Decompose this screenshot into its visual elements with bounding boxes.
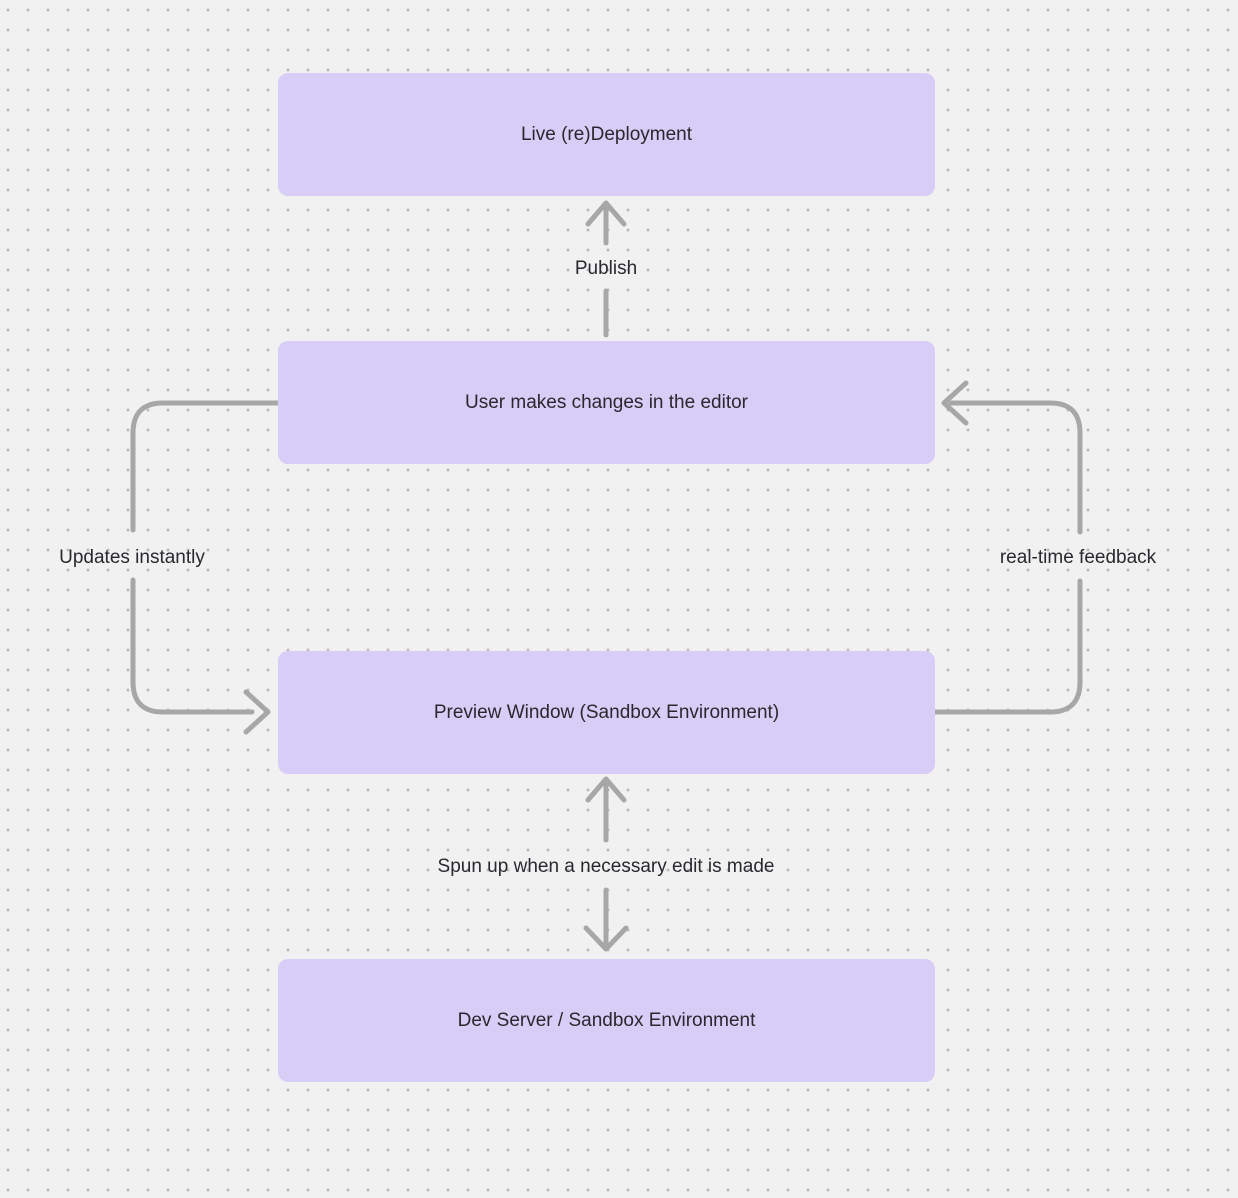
arrowhead-left-icon <box>941 380 969 426</box>
node-live-redeployment[interactable]: Live (re)Deployment <box>278 73 935 196</box>
node-label: Preview Window (Sandbox Environment) <box>433 701 780 723</box>
edge-updates-lower-segment <box>130 577 255 715</box>
edge-label-updates-instantly: Updates instantly <box>59 547 205 568</box>
arrowhead-up-icon <box>585 776 627 803</box>
edge-label-realtime-feedback: real-time feedback <box>999 547 1157 568</box>
arrowhead-right-icon <box>243 689 271 735</box>
node-dev-server[interactable]: Dev Server / Sandbox Environment <box>278 959 935 1082</box>
node-user-changes[interactable]: User makes changes in the editor <box>278 341 935 464</box>
arrowhead-down-icon <box>583 925 629 952</box>
edge-label-spun-up: Spun up when a necessary edit is made <box>437 856 775 877</box>
edge-label-publish: Publish <box>574 258 638 279</box>
arrowhead-up-icon <box>585 200 627 227</box>
node-label: Dev Server / Sandbox Environment <box>457 1009 756 1031</box>
node-label: User makes changes in the editor <box>464 391 749 413</box>
edge-updates-upper-segment <box>130 400 281 533</box>
edge-realtime-upper-segment <box>948 400 1083 535</box>
node-label: Live (re)Deployment <box>520 123 693 145</box>
edge-realtime-lower-segment <box>932 578 1083 715</box>
node-preview-window[interactable]: Preview Window (Sandbox Environment) <box>278 651 935 774</box>
